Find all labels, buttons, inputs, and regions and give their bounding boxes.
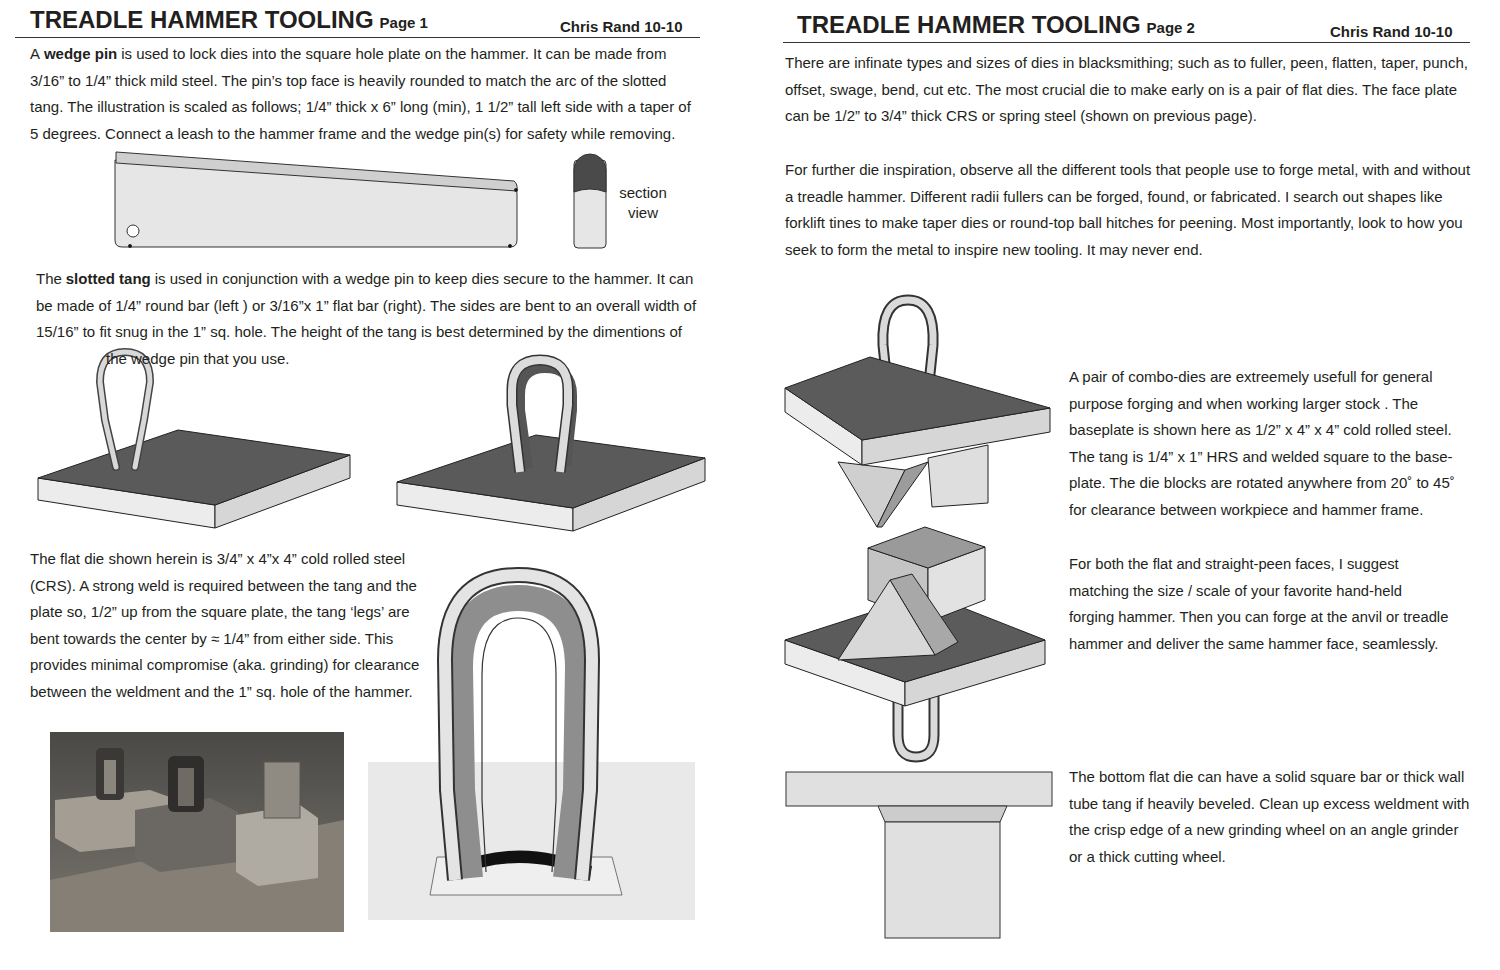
combo-die-top-part: [785, 357, 1050, 440]
photo-part: [50, 732, 344, 932]
tang-closeup-drawing-part: [445, 575, 592, 880]
photo-part: [96, 748, 124, 800]
section-view-drawing-part: [574, 154, 606, 192]
wedge-pin-drawing: [115, 152, 518, 248]
wedge-pin-drawing-part: [116, 152, 517, 191]
round-tang-die: [38, 352, 350, 528]
round-tang-die-part: [38, 430, 350, 505]
page-number: Page 2: [1147, 19, 1195, 36]
flat-tang-die-part: [512, 360, 568, 472]
flat-tang-die-part: [397, 435, 705, 508]
page-header: TREADLE HAMMER TOOLING Page 1: [30, 8, 428, 32]
tang-closeup-drawing: [368, 575, 695, 920]
combo-die-top-part: [928, 445, 988, 507]
figure-gap: [39, 363, 103, 364]
header-rule-part: [15, 37, 700, 38]
body-text: The flat die shown herein is 3/4” x 4”x …: [30, 546, 440, 705]
flat-tang-die-part: [512, 360, 568, 472]
header-rule-part: [783, 42, 1470, 43]
combo-die-top: [785, 300, 1050, 527]
wedge-pin-drawing-part: [514, 188, 517, 191]
round-bar-tang-part: [100, 352, 150, 467]
combo-die-bottom-part: [868, 527, 985, 568]
paragraph-text: is used to lock dies into the square hol…: [30, 45, 691, 142]
flat-die-side-view-part: [885, 822, 1000, 938]
photo-part: [264, 762, 300, 818]
round-bar-tang: [100, 352, 150, 467]
paragraph-text: A pair of combo-dies are extreemely usef…: [1069, 368, 1455, 518]
paragraph-text: the wedge pin that you use.: [106, 350, 289, 367]
paragraph-text: For further die inspiration, observe all…: [785, 161, 1470, 258]
photo-part: [104, 760, 116, 794]
tang-closeup-drawing-part: [445, 575, 592, 880]
author-note: Chris Rand 10-10: [560, 18, 683, 35]
combo-die-top-part: [877, 462, 928, 527]
page-title: TREADLE HAMMER TOOLING: [30, 6, 374, 33]
bold-term: slotted tang: [66, 270, 151, 287]
page-header: TREADLE HAMMER TOOLING Page 2: [797, 13, 1195, 37]
page-number: Page 1: [380, 14, 428, 31]
paragraph-text: The bottom flat die can have a solid squ…: [1069, 768, 1469, 865]
body-text: Theslotted tangis used in conjunction wi…: [36, 266, 701, 372]
author-note: Chris Rand 10-10: [560, 19, 683, 34]
paragraph-text: There are infinate types and sizes of di…: [785, 54, 1468, 124]
tang-closeup-drawing-part: [368, 762, 695, 920]
bold-term: wedge pin: [44, 45, 117, 62]
flat-die-side-view-part: [878, 806, 1007, 822]
tang-closeup-drawing-part: [482, 618, 556, 872]
paragraph-text: A: [30, 45, 40, 62]
tang-closeup-drawing-part: [460, 598, 578, 878]
body-text: Awedge pinis used to lock dies into the …: [30, 41, 702, 147]
author-note: Chris Rand 10-10: [1330, 24, 1453, 39]
body-text: For both the flat and straight-peen face…: [1069, 551, 1449, 657]
photo-part: [168, 756, 204, 812]
round-bar-tang-part: [100, 352, 150, 467]
body-text: For further die inspiration, observe all…: [785, 157, 1475, 263]
header-rule: [15, 38, 1470, 43]
photo-part: [178, 768, 194, 806]
view-label: section view: [612, 183, 674, 223]
flat-tang-die: [397, 360, 705, 531]
body-text: There are infinate types and sizes of di…: [785, 50, 1475, 130]
wedge-pin-drawing-part: [128, 244, 131, 247]
paragraph-text: The: [36, 270, 62, 287]
section-view-drawing: [574, 154, 606, 248]
paragraph-text: For both the flat and straight-peen face…: [1069, 556, 1448, 652]
view-label: section view: [619, 184, 667, 221]
author-note: Chris Rand 10-10: [1330, 23, 1453, 40]
wedge-pin-drawing-part: [508, 244, 511, 247]
flat-die-side-view-part: [786, 772, 1052, 806]
paragraph-text: The flat die shown herein is 3/4” x 4”x …: [30, 550, 419, 700]
flat-die-side-view: [786, 772, 1052, 938]
body-text: A pair of combo-dies are extreemely usef…: [1069, 364, 1474, 523]
photo: [50, 732, 344, 932]
wedge-pin-drawing-part: [127, 225, 139, 237]
body-text: The bottom flat die can have a solid squ…: [1069, 764, 1474, 870]
combo-die-bottom: [785, 527, 1045, 757]
combo-die-bottom-part: [838, 580, 935, 660]
page-title: TREADLE HAMMER TOOLING: [797, 11, 1141, 38]
